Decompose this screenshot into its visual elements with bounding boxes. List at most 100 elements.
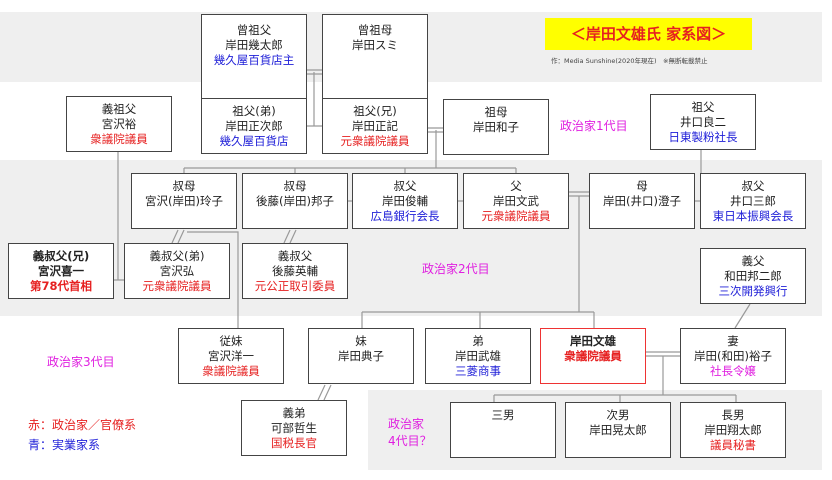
person-relation: 母 bbox=[636, 179, 648, 193]
person-role: 三次開発興行 bbox=[718, 284, 788, 298]
person-role: 元衆議院議員 bbox=[142, 279, 212, 293]
person-box-grandmother: 祖母岸田和子 bbox=[443, 99, 549, 155]
person-name: 岸田幾太郎 bbox=[225, 38, 283, 52]
person-box-mother: 母岸田(井口)澄子 bbox=[589, 173, 695, 229]
person-name: 後藤英輔 bbox=[272, 264, 318, 278]
person-box-grandfather-younger: 祖父(弟)岸田正次郎幾久屋百貨店 bbox=[201, 98, 307, 154]
person-box-grandfather-elder: 祖父(兄)岸田正記元衆議院議員 bbox=[322, 98, 428, 154]
person-name: 岸田正記 bbox=[352, 119, 398, 133]
person-box-father-in-law: 義父和田邦二郎三次開発興行 bbox=[700, 248, 806, 304]
person-relation: 義弟 bbox=[282, 406, 306, 420]
person-relation: 叔父 bbox=[393, 179, 417, 193]
person-name: 岸田文雄 bbox=[570, 334, 616, 348]
person-name: 宮沢洋一 bbox=[208, 349, 254, 363]
person-role: 元衆議院議員 bbox=[340, 134, 410, 148]
person-box-uncle-in-law-elder: 義叔父(兄)宮沢喜一第78代首相 bbox=[8, 243, 114, 299]
person-relation: 次男 bbox=[606, 408, 630, 422]
person-relation: 義叔父(兄) bbox=[32, 249, 90, 263]
person-box-wife: 妻岸田(和田)裕子社長令嬢 bbox=[680, 328, 786, 384]
person-name: 岸田俊輔 bbox=[382, 194, 428, 208]
person-box-third-son: 三男 bbox=[450, 402, 556, 458]
person-relation: 祖父(兄) bbox=[353, 104, 397, 118]
person-box-cousin: 従妹宮沢洋一衆議院議員 bbox=[178, 328, 284, 384]
person-name: 宮沢弘 bbox=[159, 264, 195, 278]
person-box-uncle-saburo: 叔父井口三郎東日本振興会長 bbox=[700, 173, 806, 229]
person-relation: 義叔父(弟) bbox=[149, 249, 205, 263]
person-relation: 祖父 bbox=[691, 100, 715, 114]
person-box-fumio: 岸田文雄衆議院議員 bbox=[540, 328, 646, 384]
person-box-second-son: 次男岸田晃太郎 bbox=[565, 402, 671, 458]
person-box-uncle-in-law-younger: 義叔父(弟)宮沢弘元衆議院議員 bbox=[124, 243, 230, 299]
person-name: 岸田武雄 bbox=[455, 349, 501, 363]
person-box-maternal-grandfather: 祖父井口良二日東製粉社長 bbox=[650, 94, 756, 150]
person-role: 衆議院議員 bbox=[90, 132, 148, 146]
person-relation: 曾祖母 bbox=[357, 23, 393, 37]
generation-label-4-line2: 4代目？ bbox=[388, 434, 432, 448]
person-role: 三菱商事 bbox=[455, 364, 501, 378]
person-box-father: 父岸田文武元衆議院議員 bbox=[463, 173, 569, 229]
generation-label-2: 政治家2代目 bbox=[422, 262, 490, 276]
person-relation: 長男 bbox=[721, 408, 745, 422]
person-relation: 弟 bbox=[472, 334, 484, 348]
person-box-uncle-shunsuke: 叔父岸田俊輔広島銀行会長 bbox=[352, 173, 458, 229]
generation-label-4-line1: 政治家 bbox=[388, 417, 425, 431]
person-name: 可部哲生 bbox=[271, 421, 317, 435]
person-name: 宮沢(岸田)玲子 bbox=[145, 194, 223, 208]
person-relation: 妹 bbox=[355, 334, 367, 348]
person-relation: 義叔父 bbox=[277, 249, 313, 263]
person-box-aunt-goto: 叔母後藤(岸田)邦子 bbox=[242, 173, 348, 229]
person-role: 幾久屋百貨店 bbox=[219, 134, 289, 148]
person-role: 国税長官 bbox=[271, 436, 317, 450]
generation-label-4: 政治家 4代目？ bbox=[388, 416, 432, 450]
person-box-aunt-miyazawa: 叔母宮沢(岸田)玲子 bbox=[131, 173, 237, 229]
legend-red: 赤：政治家／官僚系 bbox=[28, 418, 137, 432]
person-box-sister: 妹岸田典子 bbox=[308, 328, 414, 384]
person-role: 元公正取引委員 bbox=[254, 279, 336, 293]
person-name: 井口良二 bbox=[680, 115, 726, 129]
person-role: 幾久屋百貨店主 bbox=[213, 53, 295, 67]
diagram-title: ＜岸田文雄氏 家系図＞ bbox=[545, 18, 752, 50]
person-box-brother-in-law: 義弟可部哲生国税長官 bbox=[241, 400, 347, 456]
person-role: 東日本振興会長 bbox=[712, 209, 794, 223]
person-name: 岸田(井口)澄子 bbox=[603, 194, 681, 208]
person-name: 岸田晃太郎 bbox=[589, 423, 647, 437]
person-relation: 叔父 bbox=[741, 179, 765, 193]
person-name: 後藤(岸田)邦子 bbox=[256, 194, 334, 208]
person-name: 宮沢裕 bbox=[101, 117, 137, 131]
person-role: 議員秘書 bbox=[710, 438, 756, 452]
person-relation: 父 bbox=[510, 179, 522, 193]
person-relation: 曾祖父 bbox=[236, 23, 272, 37]
person-box-eldest-son: 長男岸田翔太郎議員秘書 bbox=[680, 402, 786, 458]
person-name: 岸田スミ bbox=[352, 38, 398, 52]
person-relation: 叔母 bbox=[283, 179, 307, 193]
person-name: 岸田典子 bbox=[338, 349, 384, 363]
person-role: 第78代首相 bbox=[29, 279, 92, 293]
person-relation: 祖母 bbox=[484, 105, 508, 119]
person-name: 和田邦二郎 bbox=[724, 269, 782, 283]
generation-label-3: 政治家3代目 bbox=[47, 355, 115, 369]
person-role: 社長令嬢 bbox=[710, 364, 756, 378]
credit-text: 作：Media Sunshine(2020年現在) ※無断転載禁止 bbox=[551, 57, 708, 65]
person-box-step-grandfather: 義祖父宮沢裕衆議院議員 bbox=[66, 96, 172, 152]
person-name: 岸田和子 bbox=[473, 120, 519, 134]
legend-blue: 青：実業家系 bbox=[28, 438, 101, 452]
person-name: 岸田正次郎 bbox=[225, 119, 283, 133]
person-name: 岸田翔太郎 bbox=[704, 423, 762, 437]
person-role: 衆議院議員 bbox=[564, 349, 622, 363]
person-box-great-grandfather: 曾祖父岸田幾太郎幾久屋百貨店主 bbox=[201, 14, 307, 114]
person-box-brother: 弟岸田武雄三菱商事 bbox=[425, 328, 531, 384]
person-relation: 叔母 bbox=[172, 179, 196, 193]
person-relation: 義祖父 bbox=[101, 102, 137, 116]
person-role: 元衆議院議員 bbox=[481, 209, 551, 223]
person-name: 岸田文武 bbox=[493, 194, 539, 208]
person-relation: 祖父(弟) bbox=[232, 104, 276, 118]
person-relation: 義父 bbox=[741, 254, 765, 268]
person-role: 広島銀行会長 bbox=[370, 209, 440, 223]
person-role: 衆議院議員 bbox=[202, 364, 260, 378]
person-name: 岸田(和田)裕子 bbox=[694, 349, 772, 363]
generation-label-1: 政治家1代目 bbox=[560, 119, 628, 133]
person-relation: 三男 bbox=[491, 408, 515, 422]
person-box-great-grandmother: 曾祖母岸田スミ bbox=[322, 14, 428, 114]
person-relation: 妻 bbox=[727, 334, 739, 348]
